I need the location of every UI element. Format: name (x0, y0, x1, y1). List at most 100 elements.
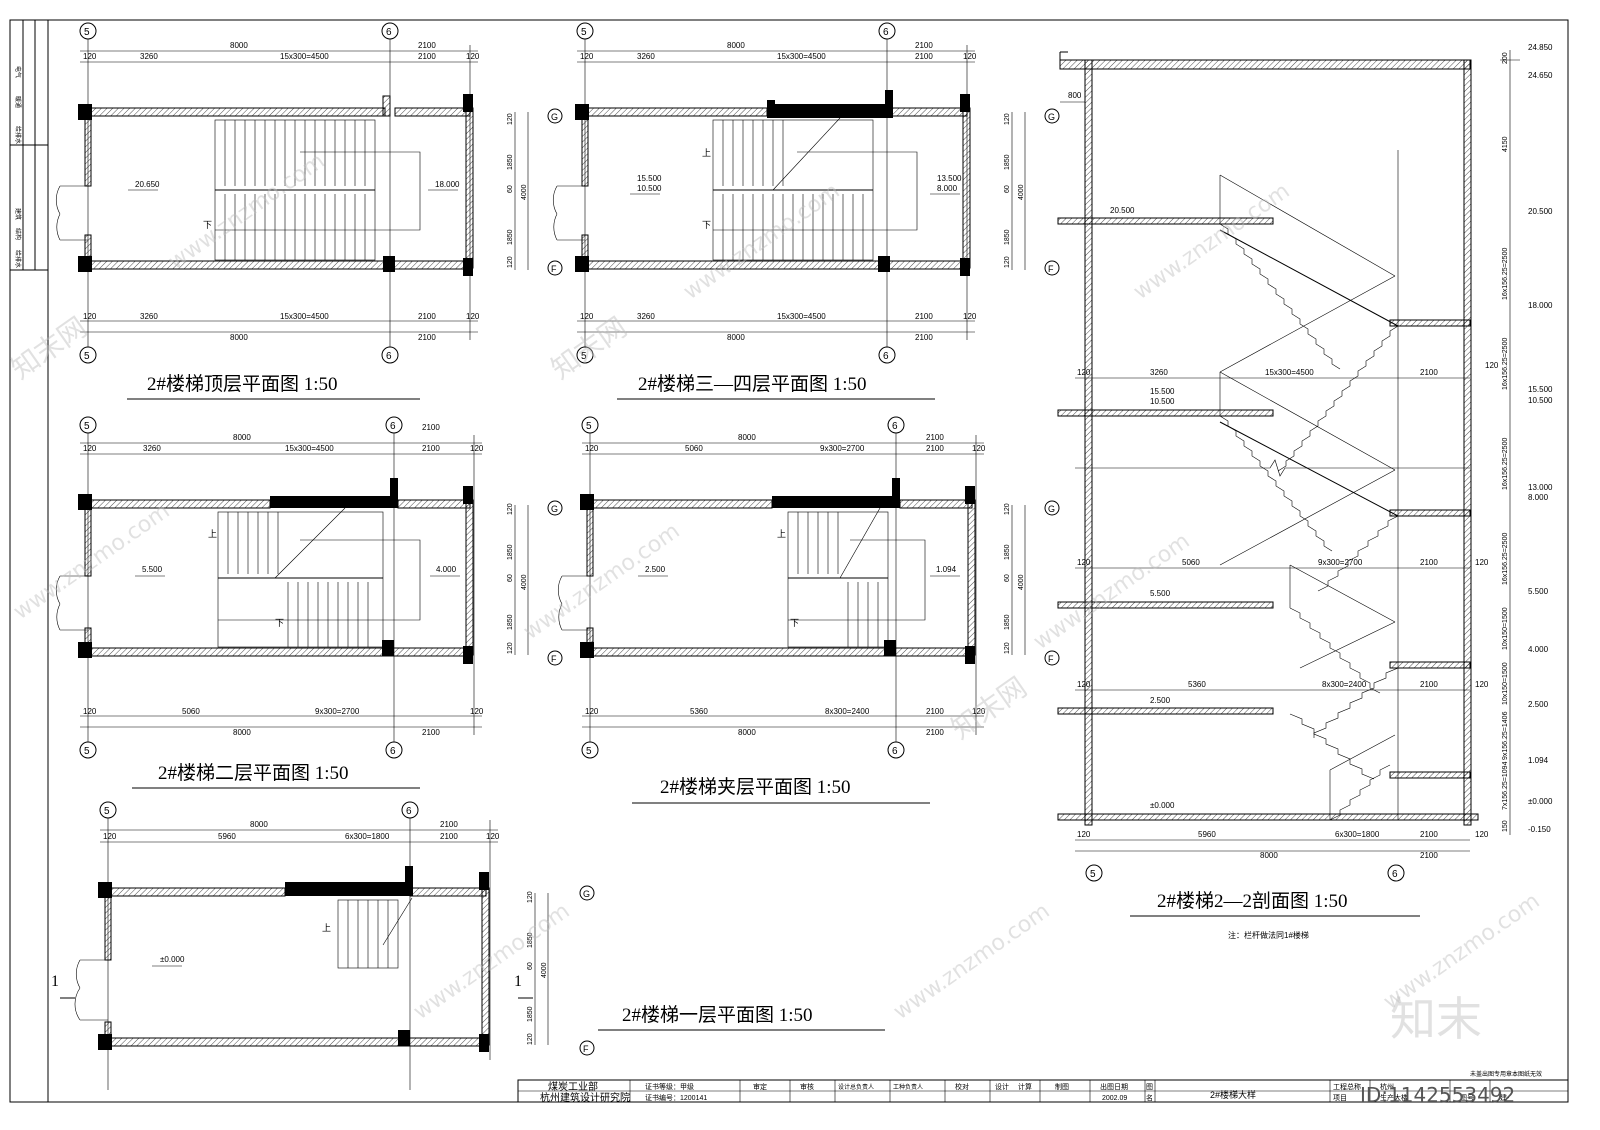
svg-text:审核: 审核 (800, 1082, 814, 1091)
svg-text:5: 5 (84, 27, 90, 38)
svg-text:证书编号：1200141: 证书编号：1200141 (645, 1093, 707, 1102)
svg-text:6: 6 (892, 421, 898, 432)
svg-text:2100: 2100 (422, 423, 440, 432)
plan-title: 2#楼梯二层平面图 1:50 (158, 762, 349, 784)
svg-text:2#楼梯大样: 2#楼梯大样 (1210, 1089, 1256, 1100)
svg-text:24.850: 24.850 (1528, 43, 1553, 52)
svg-text:2100: 2100 (915, 52, 933, 61)
svg-text:5: 5 (581, 351, 587, 362)
svg-text:2100: 2100 (418, 52, 436, 61)
svg-text:6: 6 (386, 27, 392, 38)
svg-text:2.500: 2.500 (1528, 700, 1549, 709)
svg-text:120: 120 (83, 52, 97, 61)
svg-text:2100: 2100 (1420, 830, 1438, 839)
svg-text:下: 下 (275, 618, 284, 628)
svg-text:200: 200 (1502, 52, 1509, 64)
svg-text:煤炭工业部: 煤炭工业部 (548, 1080, 598, 1093)
svg-text:2100: 2100 (1420, 558, 1438, 567)
svg-text:5060: 5060 (685, 444, 703, 453)
svg-text:10.500: 10.500 (637, 184, 662, 193)
svg-text:2100: 2100 (926, 444, 944, 453)
svg-text:120: 120 (972, 444, 986, 453)
svg-text:13.000: 13.000 (1528, 483, 1553, 492)
svg-text:1850: 1850 (1004, 229, 1011, 245)
svg-text:G: G (551, 504, 558, 514)
svg-text:1.094: 1.094 (936, 565, 957, 574)
svg-text:2100: 2100 (1420, 851, 1438, 860)
svg-text:6: 6 (883, 27, 889, 38)
svg-text:1: 1 (51, 973, 59, 990)
svg-text:5.500: 5.500 (1150, 589, 1171, 598)
svg-text:5.500: 5.500 (142, 565, 163, 574)
svg-text:18.000: 18.000 (435, 180, 460, 189)
svg-text:3260: 3260 (637, 312, 655, 321)
svg-text:设计: 设计 (995, 1082, 1009, 1091)
svg-text:下: 下 (203, 220, 212, 230)
svg-text:±0.000: ±0.000 (1528, 797, 1553, 806)
svg-text:16x156.25=2500: 16x156.25=2500 (1502, 438, 1509, 490)
svg-text:6: 6 (883, 351, 889, 362)
svg-text:9x156.25=1406: 9x156.25=1406 (1502, 711, 1509, 760)
svg-text:设计总负责人: 设计总负责人 (838, 1083, 874, 1091)
svg-text:8000: 8000 (738, 433, 756, 442)
svg-text:120: 120 (1004, 256, 1011, 268)
svg-text:4000: 4000 (521, 574, 528, 590)
svg-text:1850: 1850 (507, 544, 514, 560)
svg-text:20.500: 20.500 (1528, 207, 1553, 216)
svg-text:审定: 审定 (753, 1082, 767, 1091)
svg-text:杭州: 杭州 (1380, 1082, 1394, 1091)
svg-text:计算: 计算 (1018, 1082, 1032, 1091)
svg-text:3260: 3260 (637, 52, 655, 61)
svg-text:2100: 2100 (418, 333, 436, 342)
svg-text:60: 60 (1004, 574, 1011, 582)
image-id: ID:1142553492 (1360, 1083, 1515, 1107)
svg-text:www.znzmo.com: www.znzmo.com (519, 519, 684, 645)
svg-text:120: 120 (466, 312, 480, 321)
svg-text:8.000: 8.000 (1528, 493, 1549, 502)
svg-text:10.500: 10.500 (1528, 396, 1553, 405)
svg-text:G: G (583, 889, 590, 899)
svg-text:5: 5 (84, 421, 90, 432)
svg-text:www.znzmo.com: www.znzmo.com (679, 179, 844, 305)
svg-text:8000: 8000 (727, 333, 745, 342)
plan-mezzanine: 5 6 5 6 8000 2100 120 5060 9x300=2700 21… (558, 416, 1060, 804)
svg-text:5960: 5960 (1198, 830, 1216, 839)
svg-text:120: 120 (1077, 830, 1091, 839)
svg-text:知末网: 知末网 (545, 311, 633, 386)
plan-2nd-floor: 5 6 5 6 8000 2100 120 3260 15x300=4500 2… (56, 416, 563, 789)
svg-text:120: 120 (1475, 558, 1489, 567)
svg-text:2.500: 2.500 (1150, 696, 1171, 705)
svg-text:3260: 3260 (140, 52, 158, 61)
svg-text:F: F (551, 264, 557, 274)
stair-treads (214, 119, 421, 261)
svg-text:16x156.25=2500: 16x156.25=2500 (1502, 338, 1509, 390)
svg-text:5060: 5060 (1182, 558, 1200, 567)
stamp-label: 暖通 (14, 96, 22, 108)
svg-text:下: 下 (790, 618, 799, 628)
svg-text:120: 120 (580, 52, 594, 61)
svg-text:15x300=4500: 15x300=4500 (285, 444, 334, 453)
stamp-label: 给排水 (14, 250, 22, 268)
svg-text:工种负责人: 工种负责人 (893, 1083, 923, 1091)
title-block: 煤炭工业部 杭州建筑设计研究院 证书等级：甲级 证书编号：1200141 审定 … (517, 1070, 1569, 1104)
svg-text:5: 5 (581, 27, 587, 38)
svg-text:120: 120 (83, 444, 97, 453)
svg-text:15x300=4500: 15x300=4500 (280, 312, 329, 321)
svg-text:5.500: 5.500 (1528, 587, 1549, 596)
svg-text:4000: 4000 (541, 962, 548, 978)
svg-text:5: 5 (104, 806, 110, 817)
plan-3-4-floor: 5 6 5 6 8000 2100 120 3260 15x300=4500 2… (553, 22, 1060, 400)
svg-text:工程总称: 工程总称 (1333, 1082, 1361, 1091)
svg-text:2100: 2100 (440, 832, 458, 841)
svg-text:F: F (1048, 654, 1054, 664)
svg-text:8x300=2400: 8x300=2400 (825, 707, 870, 716)
svg-text:9x300=2700: 9x300=2700 (820, 444, 865, 453)
svg-text:上: 上 (777, 529, 786, 539)
section-row-dims: 120 3260 15x300=4500 2100 120 120 5060 9… (1075, 361, 1499, 860)
svg-text:120: 120 (527, 1033, 534, 1045)
left-stamp: 电气 暖通 给排水 建筑 结构 给排水 (9, 19, 49, 271)
svg-text:F: F (583, 1044, 589, 1054)
svg-text:6: 6 (406, 806, 412, 817)
svg-text:10x150=1500: 10x150=1500 (1502, 607, 1509, 650)
svg-text:5360: 5360 (1188, 680, 1206, 689)
